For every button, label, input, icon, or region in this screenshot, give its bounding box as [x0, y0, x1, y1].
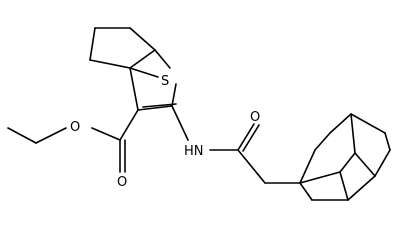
bond — [350, 113, 386, 134]
atom-labels: S O O HN O — [70, 74, 260, 190]
amide-oxygen-label: O — [250, 110, 260, 125]
amide-nitrogen-label: HN — [184, 144, 204, 159]
ester-carbonyl-oxygen-label: O — [117, 175, 127, 190]
bond — [354, 152, 376, 177]
bond — [129, 67, 159, 78]
structure-canvas: S O O HN O — [7, 27, 391, 201]
bond — [129, 49, 156, 69]
bond — [154, 49, 171, 69]
bond — [171, 83, 177, 107]
bond — [299, 149, 316, 184]
bond — [299, 182, 313, 201]
bond — [129, 27, 156, 51]
bond — [237, 123, 255, 151]
ethyl-ester-group — [7, 109, 139, 173]
cyclopentane-ring — [89, 27, 156, 69]
bond — [339, 171, 349, 201]
bond — [329, 113, 352, 134]
molecule-structure: S O O HN O — [7, 27, 391, 201]
bond — [7, 127, 37, 144]
bond — [89, 59, 131, 69]
bond — [91, 127, 121, 141]
bond — [137, 105, 173, 111]
bond — [171, 105, 189, 141]
sulfur-atom-label: S — [161, 74, 169, 89]
bond — [384, 132, 391, 151]
ester-ether-oxygen-label: O — [70, 120, 80, 135]
bond — [237, 149, 266, 184]
bond — [350, 113, 356, 154]
bond — [339, 152, 356, 173]
bond — [129, 67, 139, 111]
bond — [374, 149, 391, 177]
bond — [119, 109, 139, 141]
bond — [242, 124, 260, 152]
bond — [347, 175, 376, 201]
thiophene-ring — [129, 49, 177, 111]
bond — [35, 127, 67, 144]
bond — [299, 171, 341, 184]
amide-linker — [171, 105, 301, 184]
bond — [142, 103, 177, 108]
bond — [314, 132, 331, 151]
bond — [89, 27, 96, 61]
adamantane-cage — [299, 113, 391, 201]
